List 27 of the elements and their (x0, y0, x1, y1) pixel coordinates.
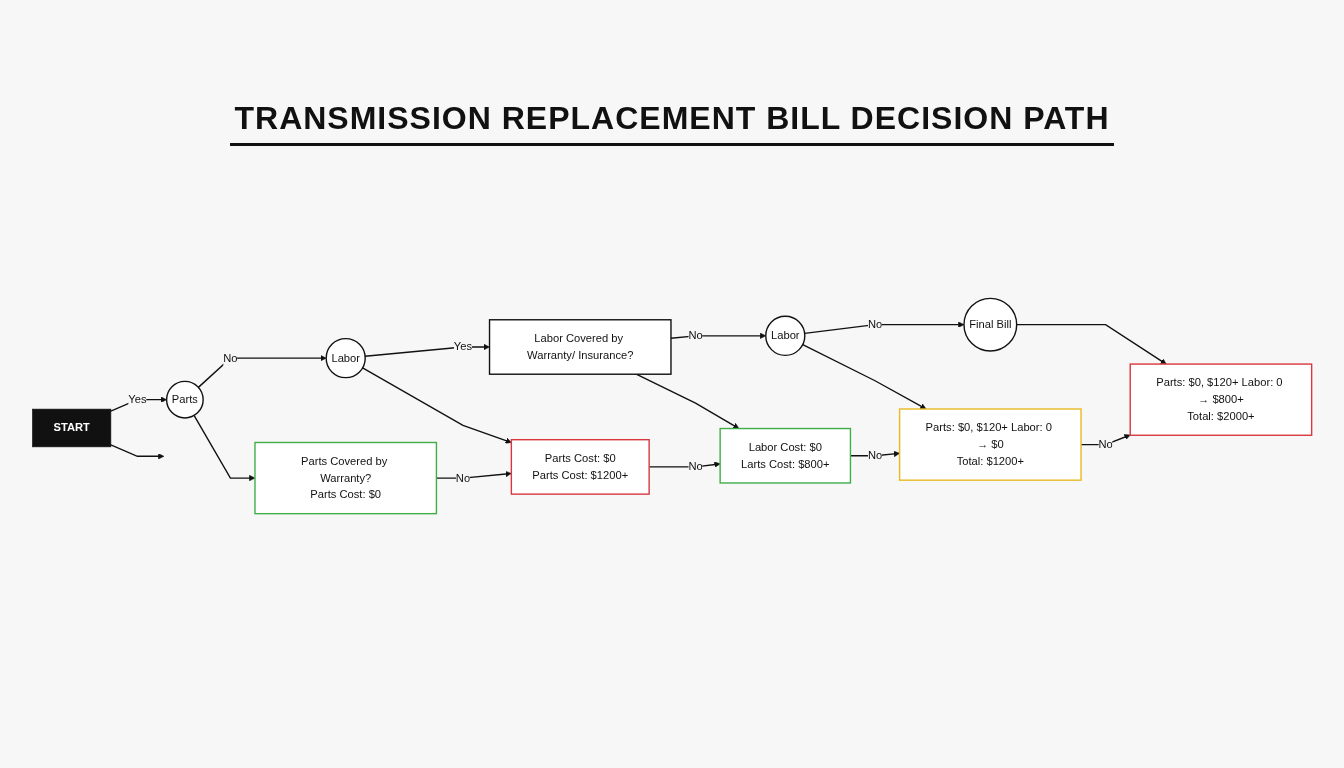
node-box: Parts Covered by Warranty? Parts Cost: $0 (254, 441, 437, 515)
arrow (635, 373, 740, 429)
node-circle: Parts (165, 380, 204, 419)
node-box: Labor Cost: $0 Larts Cost: $800+ (719, 427, 852, 484)
edge-label: Yes (128, 393, 147, 406)
edge-label: No (688, 460, 703, 473)
edge-label: No (1098, 438, 1113, 451)
arrow (197, 355, 327, 389)
edge-label: No (688, 329, 703, 342)
arrow (670, 332, 766, 339)
edge-label: No (867, 449, 883, 462)
node-circle: Labor (325, 337, 366, 379)
node-box: Labor Covered by Warranty/ Insurance? (488, 319, 672, 375)
node-box: Parts: $0, $120+ Labor: 0 → $800+ Total: $2000+ (1129, 363, 1313, 436)
arrow (110, 444, 165, 460)
node-box: Parts Cost: $0 Parts Cost: $1200+ (510, 439, 650, 495)
node-box: START (32, 408, 112, 448)
arrow (801, 343, 927, 410)
edge-label: No (867, 318, 883, 331)
node-box: Parts: $0, $120+ Labor: 0 → $0 Total: $1200+ (898, 408, 1082, 481)
arrow (364, 343, 490, 357)
edge-label: No (455, 471, 470, 484)
node-circle: Final Bill (963, 297, 1018, 352)
edge-label: No (223, 351, 238, 364)
edge-label: Yes (453, 340, 472, 353)
node-circle: Labor (764, 315, 806, 357)
diagram-title: TRANSMISSION REPLACEMENT BILL DECISION PATH (230, 100, 1114, 146)
